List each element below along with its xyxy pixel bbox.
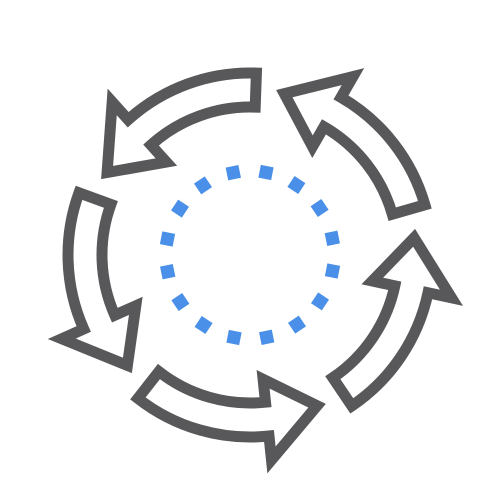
ring-dot-6 <box>310 292 330 311</box>
cycle-arrow-3 <box>325 228 464 414</box>
cycle-arrow-5 <box>47 185 143 374</box>
ring-dot-8 <box>259 329 275 345</box>
cycle-arrow-4 <box>130 363 326 474</box>
ring-dot-14 <box>170 199 190 218</box>
ring-dot-15 <box>193 176 213 195</box>
ring-dot-1 <box>258 164 274 181</box>
ring-dot-12 <box>160 264 176 280</box>
cycle-arrow-1 <box>101 67 263 180</box>
ring-dot-16 <box>225 165 241 181</box>
ring-dot-13 <box>159 231 176 247</box>
cycle-arrow-2 <box>276 68 432 222</box>
ring-dot-2 <box>287 175 306 195</box>
ring-dot-4 <box>324 230 340 246</box>
ring-dot-10 <box>194 315 213 335</box>
ring-dot-5 <box>324 263 341 279</box>
arrows-group <box>47 67 464 474</box>
ring-dot-9 <box>226 329 242 346</box>
ring-dot-11 <box>171 292 190 312</box>
ring-dot-3 <box>310 198 329 218</box>
ring-dot-7 <box>287 315 307 334</box>
dots-ring <box>159 164 341 346</box>
